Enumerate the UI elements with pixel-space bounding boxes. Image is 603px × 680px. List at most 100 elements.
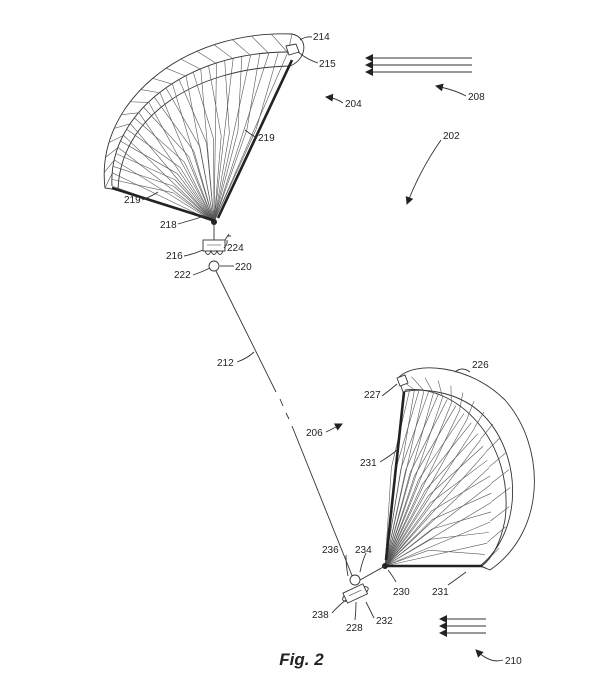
tether	[215, 270, 354, 579]
lower-rib	[488, 452, 506, 468]
upper-rib	[103, 160, 115, 173]
lower-bridle-cascade	[431, 511, 492, 530]
label-231-left: 231	[360, 458, 377, 469]
upper-rib	[104, 173, 113, 189]
label-228: 228	[346, 623, 363, 634]
lower-bridle-line	[384, 521, 491, 567]
upper-rib	[130, 101, 149, 103]
label-226: 226	[472, 360, 489, 371]
lower-bridle-cascade	[430, 532, 489, 540]
upper-bridle-line	[213, 58, 234, 223]
lower-rib	[487, 526, 506, 543]
label-234: 234	[355, 545, 372, 556]
lower-bridle-cascade	[409, 399, 448, 473]
lower-rib	[490, 469, 510, 484]
label-224: 224	[227, 243, 244, 254]
lower-bridle-line	[384, 439, 481, 567]
upper-bridle-cascade	[126, 128, 181, 168]
lower-kite-canopy	[397, 367, 535, 571]
label-227: 227	[364, 390, 381, 401]
label-214: 214	[313, 32, 330, 43]
upper-bridle-line	[200, 68, 215, 223]
lower-rib	[424, 377, 434, 393]
lower-bridle-cascade	[414, 405, 457, 476]
upper-bridle-cascade	[174, 179, 215, 223]
lower-bridle-cascade	[427, 446, 484, 497]
upper-rib	[140, 89, 160, 94]
label-218: 218	[160, 220, 177, 231]
upper-kite-ribs	[103, 33, 293, 189]
label-202: 202	[443, 131, 460, 142]
lower-bridle-line	[384, 542, 488, 567]
lower-bridle-cascade	[384, 510, 432, 567]
upper-rib	[121, 112, 139, 115]
label-220: 220	[235, 262, 252, 273]
upper-bridle-line	[130, 123, 215, 223]
upper-rib	[114, 123, 131, 129]
lower-bridle-cascade	[431, 475, 491, 512]
upper-rib	[108, 135, 124, 143]
label-216: 216	[166, 251, 183, 262]
lower-rib	[411, 376, 424, 391]
upper-bridle-cascade	[111, 179, 173, 193]
upper-bridle-line	[172, 83, 215, 223]
upper-rib	[196, 50, 216, 64]
upper-bridle-line	[185, 75, 215, 223]
label-238: 238	[312, 610, 329, 621]
upper-bridle-cascade	[134, 117, 185, 163]
lower-bridle-cascade	[384, 470, 406, 567]
label-210: 210	[505, 656, 522, 667]
upper-rib	[152, 78, 172, 85]
lower-bridle-cascade	[384, 495, 429, 567]
lower-bridle-line	[384, 467, 490, 567]
lower-bridle-line	[384, 409, 461, 567]
lower-rib	[482, 547, 500, 566]
lower-bridle-cascade	[418, 413, 465, 480]
lower-bridle-cascade	[384, 528, 433, 567]
label-219-upper-right: 219	[258, 133, 275, 144]
lower-bridle-line	[384, 427, 475, 567]
upper-rib	[251, 35, 269, 53]
lower-bridle-cascade	[384, 472, 411, 567]
lower-bridle-cascade	[429, 460, 488, 504]
upper-bridle-cascade	[176, 173, 215, 223]
lower-bridle-line	[384, 396, 444, 567]
upper-bridle-line	[159, 92, 215, 223]
lower-rib	[459, 392, 464, 410]
upper-kite-tip-pod	[285, 43, 300, 56]
label-236: 236	[322, 545, 339, 556]
lower-rib	[491, 487, 511, 502]
lower-rib	[467, 401, 475, 418]
upper-bridle-cascade	[213, 131, 239, 223]
upper-kite-canopy	[103, 33, 305, 191]
lower-bridle-line	[384, 452, 486, 567]
upper-bridle-line	[148, 101, 215, 223]
upper-rib	[213, 44, 233, 59]
lower-kite	[382, 367, 535, 571]
lower-bridle-cascade	[384, 519, 433, 567]
upper-bridle-cascade	[208, 65, 222, 136]
upper-bridle-cascade	[246, 53, 261, 130]
lower-bridle-cascade	[384, 475, 415, 567]
wind-arrows-lower	[439, 615, 486, 637]
lower-bridle-cascade	[384, 538, 432, 567]
lower-bridle-cascade	[428, 549, 485, 555]
lower-bridle-cascade	[405, 394, 439, 471]
wind-arrows-upper	[365, 54, 472, 76]
upper-bridle-line	[117, 147, 215, 223]
upper-bridle-line	[213, 62, 217, 223]
lower-bridle-cascade	[395, 389, 420, 468]
lower-kite-ribs	[397, 376, 511, 571]
upper-bridle-line	[213, 52, 270, 223]
lower-control-pod	[342, 565, 386, 604]
upper-rib	[180, 58, 201, 70]
lower-bridle-cascade	[384, 484, 423, 567]
lower-bridle-cascade	[384, 489, 426, 567]
label-230: 230	[393, 587, 410, 598]
upper-bridle-cascade	[120, 140, 178, 174]
upper-bridle-cascade	[213, 129, 248, 223]
upper-bridle-cascade	[192, 72, 214, 140]
lower-rib	[490, 506, 510, 522]
lower-rib	[480, 423, 493, 440]
lower-bridle-line	[384, 402, 452, 567]
